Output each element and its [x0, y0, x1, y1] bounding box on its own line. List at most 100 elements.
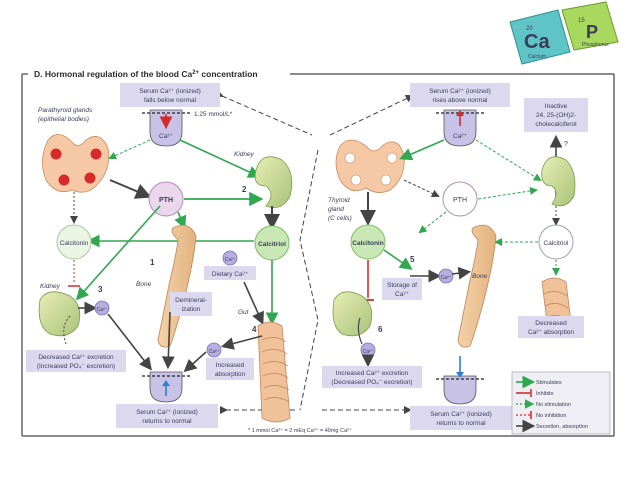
svg-text:Increased: Increased	[216, 362, 245, 369]
calcitriol-node-left: Calcitriol	[254, 225, 290, 261]
svg-text:3: 3	[98, 285, 103, 294]
svg-text:15: 15	[578, 18, 585, 24]
calcitonin-node-right: Calcitonin	[350, 224, 386, 260]
ca-node-gut: Ca²⁺	[206, 342, 222, 358]
serum-normal-box-right: Serum Ca²⁺ (ionized) returns to normal	[410, 406, 512, 430]
svg-text:absorption: absorption	[215, 371, 246, 378]
ca-beaker-normal-right	[436, 356, 484, 405]
svg-text:Gut: Gut	[238, 309, 250, 316]
svg-text:(Decreased PO₄⁻ excretion): (Decreased PO₄⁻ excretion)	[331, 379, 412, 386]
svg-text:P: P	[586, 22, 598, 42]
svg-text:Ca²⁺ absorption: Ca²⁺ absorption	[528, 329, 574, 336]
svg-text:Storage of: Storage of	[387, 282, 417, 289]
svg-text:Ca: Ca	[524, 31, 550, 53]
svg-text:Calcitonin: Calcitonin	[60, 240, 89, 247]
serum-high-box: Serum Ca²⁺ (ionized) rises above normal	[410, 83, 510, 107]
parathyroid-label: Parathyroid glands	[38, 107, 93, 114]
svg-text:ization: ization	[182, 306, 201, 313]
svg-text:rises above normal: rises above normal	[433, 97, 488, 104]
svg-text:Calcium: Calcium	[528, 54, 546, 60]
svg-text:Bone: Bone	[136, 281, 152, 288]
svg-text:Dietary Ca²⁺: Dietary Ca²⁺	[212, 271, 249, 278]
svg-text:Phosphorus: Phosphorus	[582, 42, 609, 48]
bone-left	[157, 224, 197, 348]
svg-text:24, 25-(OH)2-: 24, 25-(OH)2-	[536, 112, 576, 119]
calcium-phosphorus-logo: 20 Ca Calcium 15 P Phosphorus	[509, 1, 619, 65]
parathyroid-gland	[42, 134, 110, 193]
svg-text:Calcitriol: Calcitriol	[258, 241, 286, 248]
kidney-right-top	[541, 156, 576, 207]
svg-text:PTH: PTH	[159, 197, 173, 204]
svg-text:Calcitriol: Calcitriol	[544, 240, 569, 247]
svg-text:returns to normal: returns to normal	[436, 420, 486, 427]
svg-text:?: ?	[564, 141, 568, 148]
svg-text:No stimulation: No stimulation	[536, 402, 571, 408]
diagram-title: D. Hormonal regulation of the blood Ca2+…	[34, 69, 258, 79]
svg-text:2: 2	[242, 185, 247, 194]
svg-text:Increased Ca²⁺ excretion: Increased Ca²⁺ excretion	[336, 370, 409, 377]
decreased-absorption-box: Decreased Ca²⁺ absorption	[518, 316, 584, 338]
kidney-top-left	[254, 156, 293, 209]
svg-text:gland: gland	[328, 206, 344, 213]
calcitonin-node-left: Calcitonin	[56, 224, 92, 260]
svg-text:Calcitonin: Calcitonin	[352, 240, 383, 247]
svg-text:(Increased PO₄⁻ excretion): (Increased PO₄⁻ excretion)	[37, 363, 115, 370]
pth-node-right: PTH	[442, 181, 478, 217]
svg-text:4: 4	[252, 325, 257, 334]
inactive-box: Inactive 24, 25-(OH)2- cholecalciferol	[524, 98, 588, 132]
dietary-ca-node: Ca²⁺ Dietary Ca²⁺	[204, 250, 256, 280]
gut-left	[257, 321, 291, 423]
svg-text:Serum Ca²⁺ (ionized): Serum Ca²⁺ (ionized)	[136, 409, 198, 416]
svg-text:Serum Ca²⁺ (ionized): Serum Ca²⁺ (ionized)	[139, 88, 201, 95]
ca-beaker-normal-left	[142, 371, 190, 403]
demineralization-box: Demineral- ization	[170, 292, 212, 316]
concentration-label: 1.25 mmol/L*	[194, 111, 233, 118]
svg-text:Secretion, absorption: Secretion, absorption	[536, 424, 588, 430]
svg-text:Thyroid: Thyroid	[328, 197, 350, 204]
kidney-left	[38, 291, 81, 345]
kidney-right	[332, 291, 373, 345]
ca-node-storage: Ca²⁺	[438, 268, 454, 284]
calcitriol-node-right: Calcitriol	[538, 224, 574, 260]
storage-box: Storage of Ca²⁺	[382, 278, 422, 300]
footnote: * 1 mmol Ca²⁺ = 2 mEq Ca²⁺ = 40mg Ca²⁺	[248, 427, 352, 434]
svg-text:Ca²⁺: Ca²⁺	[453, 133, 467, 140]
ca-beaker-left: Ca²⁺	[142, 109, 190, 147]
pth-node-left: PTH	[148, 181, 184, 217]
svg-text:No inhibition: No inhibition	[536, 413, 566, 419]
svg-text:Ca²⁺: Ca²⁺	[395, 291, 409, 298]
svg-text:cholecalciferol: cholecalciferol	[535, 121, 577, 128]
legend: Stimulates Inhibits No stimulation No in…	[511, 371, 611, 435]
ca-node-kidney-right: Ca²⁺	[360, 342, 376, 358]
svg-text:(C cells): (C cells)	[328, 215, 352, 222]
svg-text:Inhibits: Inhibits	[536, 391, 554, 397]
ca-node-kidney-left: Ca²⁺	[94, 300, 110, 316]
increased-absorption-box: Increased absorption	[206, 358, 254, 380]
svg-text:Decreased: Decreased	[535, 320, 567, 327]
increased-excretion-box: Increased Ca²⁺ excretion (Decreased PO₄⁻…	[322, 366, 422, 388]
svg-text:Inactive: Inactive	[545, 103, 568, 110]
svg-text:Ca²⁺: Ca²⁺	[441, 275, 452, 281]
svg-text:5: 5	[410, 255, 415, 264]
svg-text:(epithelial bodies): (epithelial bodies)	[38, 116, 89, 123]
svg-text:Stimulates: Stimulates	[536, 380, 562, 386]
svg-text:falls below normal: falls below normal	[144, 97, 197, 104]
svg-text:Bone: Bone	[472, 273, 488, 280]
svg-text:Serum Ca²⁺ (ionized): Serum Ca²⁺ (ionized)	[430, 411, 492, 418]
svg-text:Kidney: Kidney	[234, 151, 255, 158]
svg-text:Ca²⁺: Ca²⁺	[225, 257, 236, 263]
serum-low-box: Serum Ca²⁺ (ionized) falls below normal	[120, 83, 220, 107]
serum-normal-box-left: Serum Ca²⁺ (ionized) returns to normal	[116, 404, 218, 428]
svg-text:Ca²⁺: Ca²⁺	[97, 307, 108, 313]
svg-text:1: 1	[150, 258, 155, 267]
svg-text:Kidney: Kidney	[40, 283, 61, 290]
bone-right	[457, 224, 497, 348]
svg-text:returns to normal: returns to normal	[142, 418, 192, 425]
thyroid-gland	[335, 139, 405, 193]
svg-text:Serum Ca²⁺ (ionized): Serum Ca²⁺ (ionized)	[429, 88, 491, 95]
svg-text:20: 20	[526, 26, 533, 32]
svg-text:PTH: PTH	[453, 197, 467, 204]
svg-text:Decreased Ca²⁺ excretion: Decreased Ca²⁺ excretion	[38, 354, 114, 361]
